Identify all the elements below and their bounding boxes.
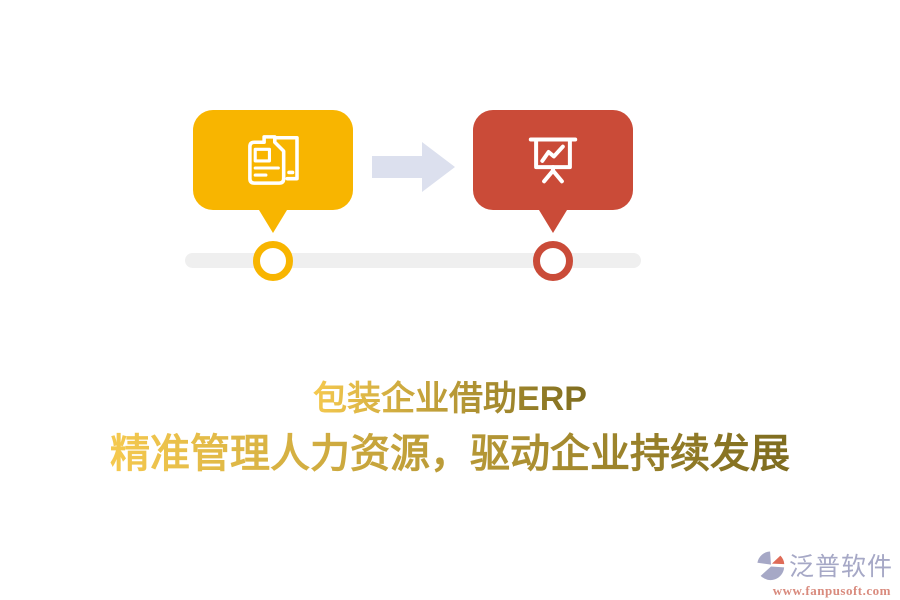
brand-url: www.fanpusoft.com (772, 583, 891, 598)
timeline-marker-1 (253, 241, 293, 281)
documents-icon (241, 128, 305, 192)
headline: 包装企业借助ERP 精准管理人力资源，驱动企业持续发展 (0, 378, 900, 479)
right-arrow-icon (372, 141, 456, 193)
presentation-chart-icon (521, 128, 585, 192)
step1-bubble-tail (259, 210, 287, 233)
timeline-track (185, 253, 641, 268)
brand-name: 泛普软件 (788, 553, 893, 581)
step2-bubble-tail (539, 210, 567, 233)
timeline-marker-2 (533, 241, 573, 281)
step2-bubble (473, 110, 633, 210)
fanpu-logo-icon (756, 550, 786, 581)
step1-bubble (193, 110, 353, 210)
brand-block: 泛普软件 www.fanpusoft.com (756, 547, 893, 599)
headline-line1: 包装企业借助ERP (313, 380, 587, 418)
headline-line2: 精准管理人力资源，驱动企业持续发展 (110, 431, 790, 476)
